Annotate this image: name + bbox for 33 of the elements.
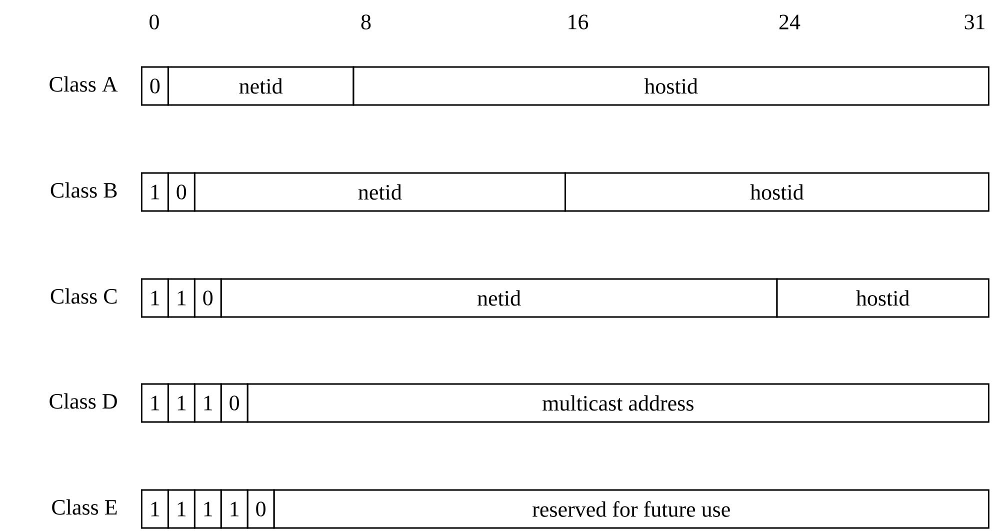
bit-field-cell: 0 [167,172,196,212]
bit-field-cell: netid [194,172,566,212]
bit-field-cell: 1 [220,489,248,529]
bit-field-cell: hostid [352,66,990,106]
bit-field-cell: 1 [167,383,196,423]
bit-number: 24 [779,14,800,30]
bit-field-cell: 0 [246,489,275,529]
bit-field-cell: netid [167,66,354,106]
bit-number: 31 [964,14,984,30]
bit-field-cell: 1 [141,172,169,212]
bit-field-cell: 1 [141,383,169,423]
bit-field-cell: multicast address [246,383,990,423]
class-label: Class E [52,499,117,515]
bit-field-cell: hostid [564,172,990,212]
class-label: Class C [50,288,117,304]
bit-field-cell: netid [220,278,778,318]
bit-field-cell: 1 [194,383,222,423]
bit-field-cell: 1 [167,489,196,529]
bit-field-cell: 1 [141,278,169,318]
bit-number: 8 [361,14,371,30]
bit-field-cell: 0 [194,278,222,318]
bit-field-cell: reserved for future use [273,489,990,529]
class-label: Class D [50,393,117,409]
bit-field-cell: 1 [194,489,222,529]
bit-number: 0 [150,14,159,30]
bit-field-cell: 1 [167,278,196,318]
class-label: Class B [50,182,117,198]
bit-field-cell: 0 [141,66,169,106]
bit-field-cell: 1 [141,489,169,529]
bit-field-cell: 0 [220,383,248,423]
bit-number: 16 [568,14,588,30]
bit-field-cell: hostid [776,278,990,318]
class-label: Class A [50,76,118,92]
